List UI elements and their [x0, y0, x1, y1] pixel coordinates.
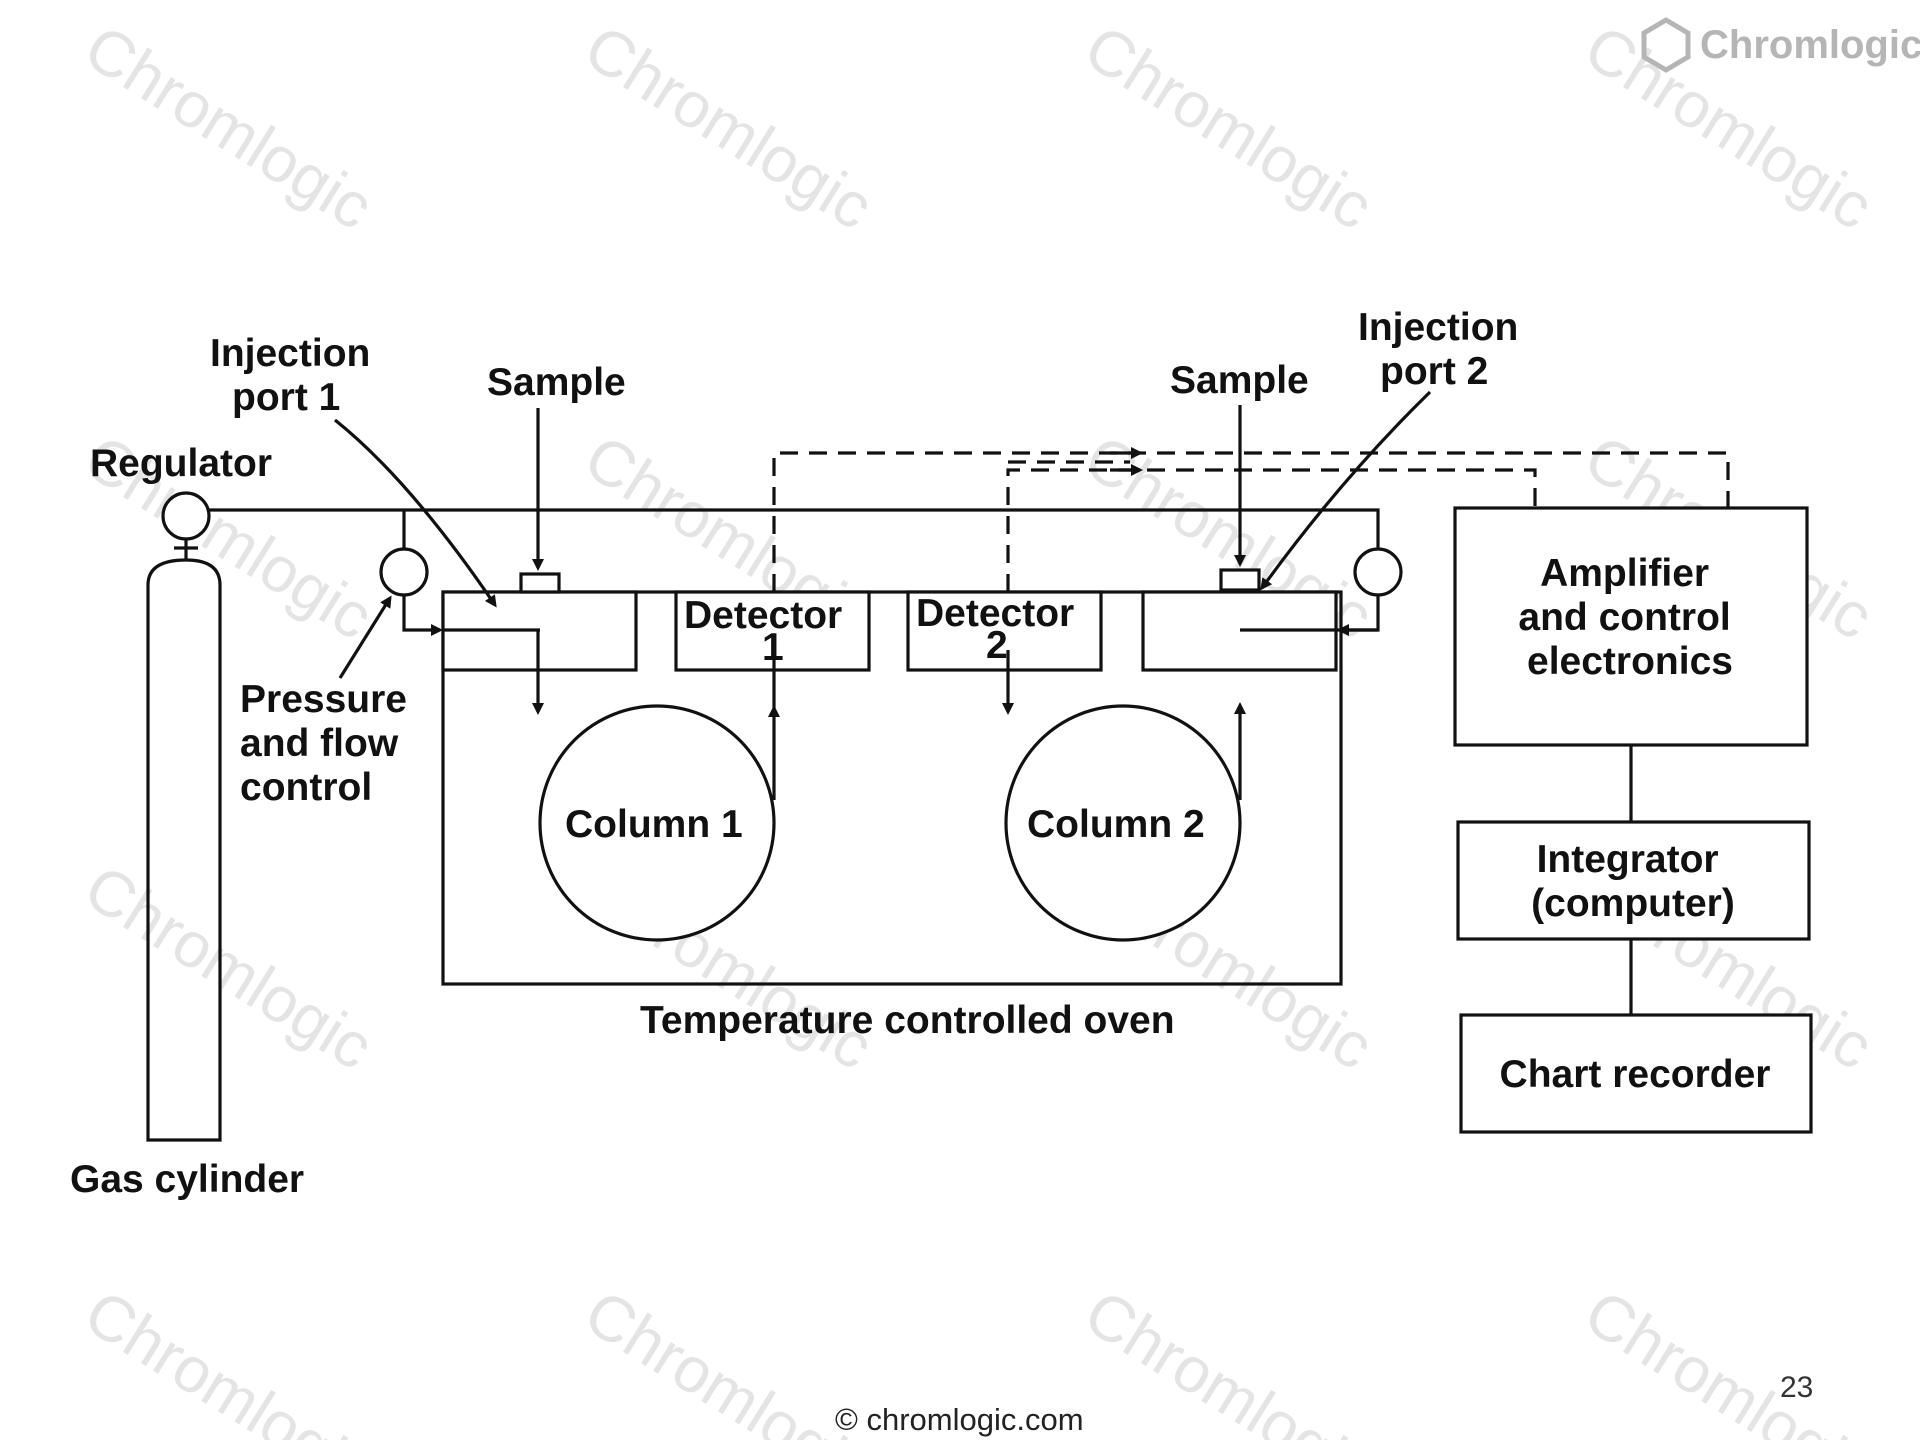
injection-port-2-label: Injection port 2 — [1358, 306, 1529, 393]
flow-controller-right — [1353, 547, 1403, 597]
flow-controller-left — [379, 547, 429, 597]
sample-1-label: Sample — [487, 361, 626, 404]
watermark: Chromlogic — [73, 851, 386, 1084]
pressure-control-leader — [338, 595, 392, 679]
gas-cylinder — [146, 558, 222, 1142]
septum-1 — [519, 572, 561, 594]
page-number: 23 — [1780, 1371, 1813, 1404]
injection-port-1-label: Injection port 1 — [210, 332, 381, 419]
regulator-label: Regulator — [90, 442, 272, 485]
chart-recorder-label: Chart recorder — [1500, 1053, 1771, 1096]
pressure-flow-label: Pressure and flow control — [240, 678, 418, 809]
watermark: Chromlogic — [73, 11, 386, 244]
injection-port-2-leader — [1260, 390, 1432, 591]
column-1-label: Column 1 — [565, 803, 743, 846]
brand-name: Chromlogic — [1700, 23, 1920, 67]
gas-cylinder-label: Gas cylinder — [70, 1158, 304, 1201]
hexagon-logo-icon — [1641, 17, 1691, 73]
amplifier-label: Amplifier and control electronics — [1518, 552, 1741, 683]
integrator-box — [1456, 820, 1811, 941]
detector-2-label: Detector 2 — [916, 592, 1085, 667]
chart-recorder-box — [1459, 1013, 1813, 1134]
detector-2-signal — [1006, 468, 1537, 592]
detector-1-signal — [772, 451, 1730, 592]
integrator-label: Integrator (computer) — [1531, 838, 1735, 925]
detector-2-box — [906, 590, 1103, 672]
watermark: Chromlogic — [573, 11, 886, 244]
amplifier-box — [1453, 506, 1809, 747]
oven-enclosure — [441, 590, 1343, 986]
watermark: Chromlogic — [1073, 1276, 1386, 1440]
septum-2 — [1219, 568, 1261, 592]
watermark: Chromlogic — [1073, 11, 1386, 244]
injection-port-1-leader — [334, 418, 497, 608]
detector-1-label: Detector 1 — [684, 594, 853, 669]
watermark: Chromlogic — [73, 1276, 386, 1440]
regulator-gauge — [161, 491, 211, 541]
column-2-label: Column 2 — [1027, 803, 1205, 846]
sample-2-label: Sample — [1170, 359, 1309, 402]
column-1 — [538, 704, 776, 942]
oven-label: Temperature controlled oven — [640, 999, 1175, 1042]
brand-logo: Chromlogic — [1641, 17, 1920, 73]
column-2 — [1004, 704, 1242, 942]
gas-supply: Regulator Gas cylinder — [70, 442, 304, 1201]
watermark: Chromlogic — [1573, 1276, 1886, 1440]
copyright-text: © chromlogic.com — [835, 1402, 1084, 1437]
